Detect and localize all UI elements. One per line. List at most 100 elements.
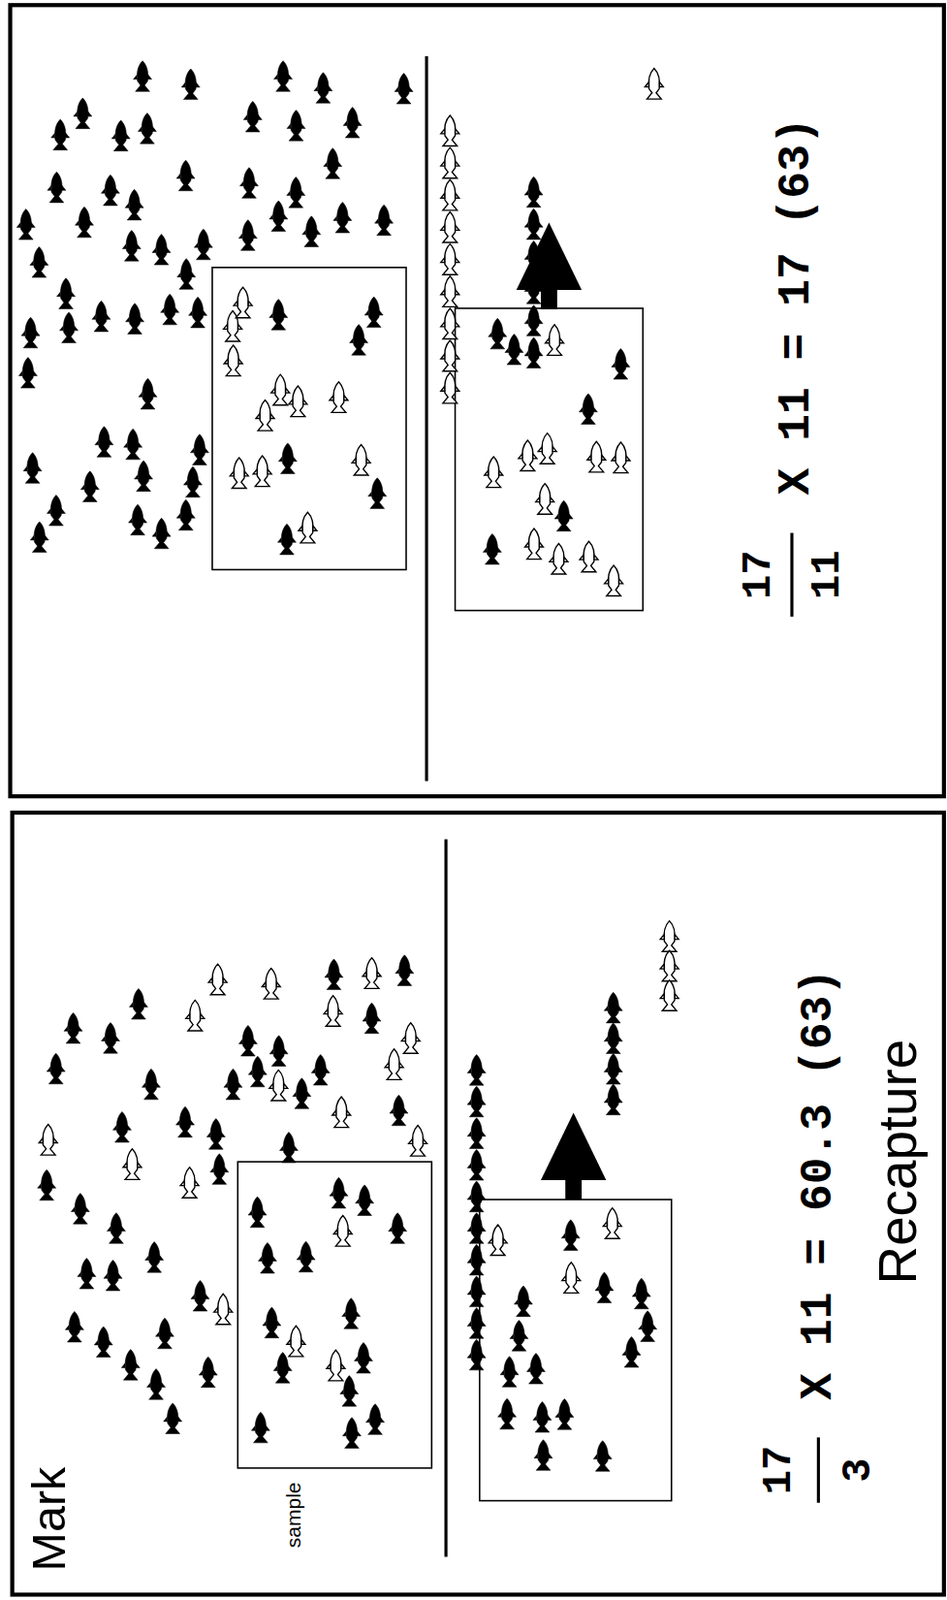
marked-fish xyxy=(484,456,504,488)
sample-box xyxy=(237,1161,432,1468)
marked-fish xyxy=(288,385,308,417)
fraction-numerator: 17 xyxy=(738,549,780,600)
unmarked-fish xyxy=(121,1349,140,1381)
marked-fish xyxy=(579,540,599,572)
marked-fish xyxy=(180,1167,199,1199)
marked-fish xyxy=(441,244,460,276)
unmarked-fish xyxy=(638,1310,658,1342)
marked-fish xyxy=(644,68,663,100)
unmarked-fish xyxy=(152,233,171,265)
marked-fish xyxy=(329,381,348,413)
unmarked-fish xyxy=(177,258,196,290)
fraction-bar xyxy=(817,1436,821,1502)
unmarked-fish xyxy=(349,324,369,356)
marked-fish xyxy=(545,324,565,356)
unmarked-fish xyxy=(128,504,148,536)
unmarked-fish xyxy=(274,61,293,93)
unmarked-fish xyxy=(141,1068,160,1100)
unmarked-fish xyxy=(238,1024,257,1056)
unmarked-fish xyxy=(526,1353,545,1385)
unmarked-fish xyxy=(286,177,306,209)
unmarked-fish xyxy=(57,278,76,310)
unmarked-fish xyxy=(278,442,297,474)
equation: X 11 = 17 (63) xyxy=(773,117,819,495)
fraction-bar xyxy=(789,533,793,617)
unmarked-fish xyxy=(18,357,37,389)
unmarked-fish xyxy=(333,201,352,233)
unmarked-fish xyxy=(343,1417,362,1449)
box-label: sample xyxy=(283,1481,304,1547)
unmarked-fish xyxy=(21,316,40,348)
unmarked-fish xyxy=(176,1105,195,1137)
unmarked-fish xyxy=(467,1085,486,1117)
arrow-head xyxy=(540,1112,606,1180)
marked-fish xyxy=(326,1349,346,1381)
marked-fish xyxy=(38,1124,58,1156)
marked-fish xyxy=(252,455,272,487)
unmarked-fish xyxy=(395,954,414,986)
unmarked-fish xyxy=(611,348,631,380)
unmarked-fish xyxy=(133,61,153,93)
unmarked-fish xyxy=(355,1184,375,1216)
unmarked-fish xyxy=(176,499,195,531)
unmarked-fish xyxy=(467,1307,486,1339)
unmarked-fish xyxy=(46,494,65,526)
unmarked-fish xyxy=(364,296,383,328)
marked-fish xyxy=(214,1293,233,1325)
unmarked-fish xyxy=(138,378,158,410)
unmarked-fish xyxy=(163,1402,183,1434)
unmarked-fish xyxy=(147,1368,166,1400)
unmarked-fish xyxy=(555,1398,574,1430)
unmarked-fish xyxy=(243,100,262,132)
unmarked-fish xyxy=(155,1317,174,1349)
marked-fish xyxy=(255,400,275,432)
marked-fish xyxy=(441,340,460,372)
unmarked-fish xyxy=(122,230,141,262)
marked-fish xyxy=(549,542,569,574)
unmarked-fish xyxy=(554,500,573,532)
unmarked-fish xyxy=(467,1054,486,1086)
marked-fish xyxy=(298,511,317,543)
unmarked-fish xyxy=(16,209,35,241)
fraction-numerator: 17 xyxy=(758,1445,800,1495)
unmarked-fish xyxy=(342,1297,361,1329)
marked-fish xyxy=(186,999,205,1031)
unmarked-fish xyxy=(302,216,321,248)
unmarked-fish xyxy=(366,1403,385,1435)
fraction-denominator: 11 xyxy=(808,549,850,600)
unmarked-fish xyxy=(176,159,195,191)
unmarked-fish xyxy=(134,460,154,492)
marked-fish xyxy=(441,372,460,404)
unmarked-fish xyxy=(561,1219,580,1251)
unmarked-fish xyxy=(500,1356,519,1388)
unmarked-fish xyxy=(324,958,344,990)
unmarked-fish xyxy=(603,1052,623,1084)
unmarked-fish xyxy=(30,521,49,553)
marked-fish xyxy=(562,1262,581,1294)
unmarked-fish xyxy=(467,1117,486,1149)
unmarked-fish xyxy=(92,300,111,332)
unmarked-fish xyxy=(329,1176,348,1208)
unmarked-fish xyxy=(311,1053,330,1085)
panel-frame xyxy=(10,4,945,796)
unmarked-fish xyxy=(467,1243,486,1275)
unmarked-fish xyxy=(524,208,543,240)
unmarked-fish xyxy=(64,1310,84,1342)
unmarked-fish xyxy=(251,1411,270,1443)
unmarked-fish xyxy=(63,1011,83,1043)
unmarked-fish xyxy=(388,1212,408,1244)
unmarked-fish xyxy=(238,220,257,252)
unmarked-fish xyxy=(47,171,66,203)
marked-fish xyxy=(488,1224,507,1256)
unmarked-fish xyxy=(278,523,297,555)
marked-fish xyxy=(401,1022,420,1054)
unmarked-fish xyxy=(578,393,598,425)
unmarked-fish xyxy=(368,477,387,509)
unmarked-fish xyxy=(467,1212,486,1244)
marked-fish xyxy=(384,1048,404,1080)
marked-fish xyxy=(537,433,557,465)
unmarked-fish xyxy=(126,303,145,335)
marked-fish xyxy=(660,979,679,1011)
unmarked-fish xyxy=(524,305,543,337)
unmarked-fish xyxy=(533,1400,552,1432)
